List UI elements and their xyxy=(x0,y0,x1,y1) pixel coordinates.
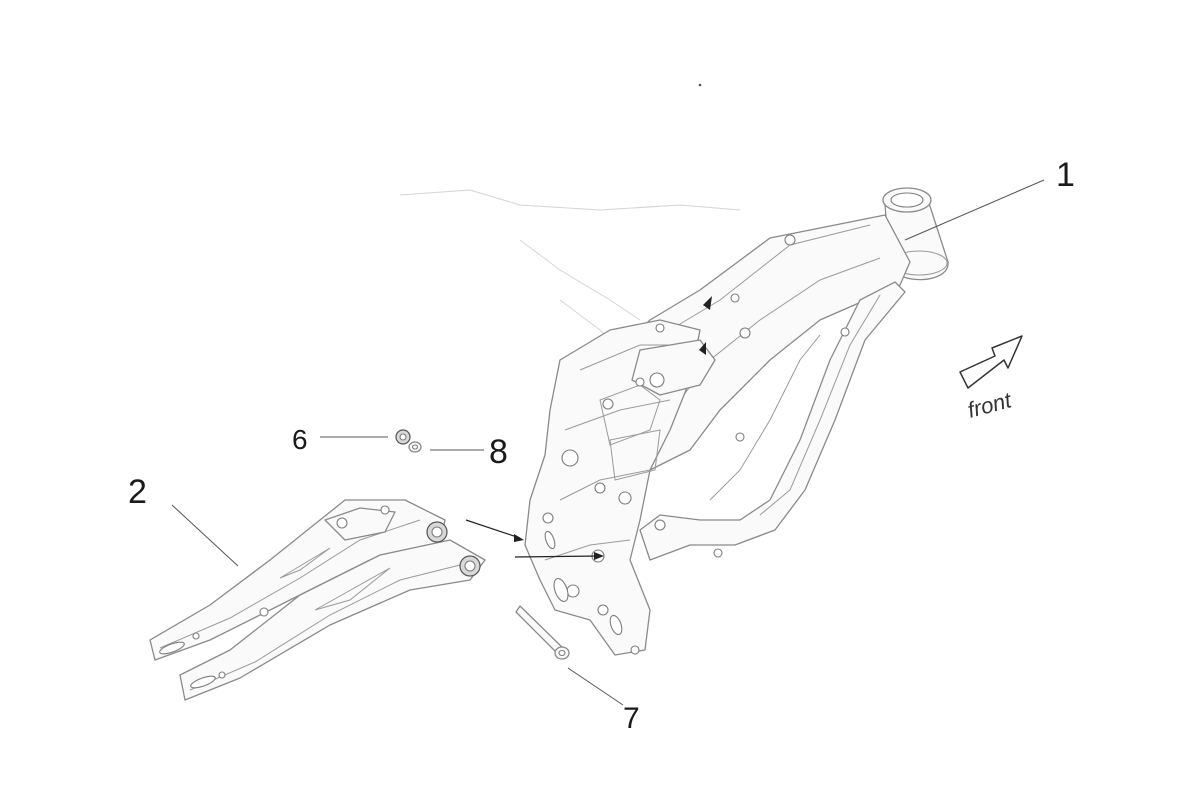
washer-part xyxy=(408,441,422,453)
frame-down-tube xyxy=(639,281,906,561)
swingarm-holes xyxy=(159,505,481,689)
leader-2 xyxy=(171,504,239,567)
leader-lines xyxy=(171,179,1045,706)
swingarm-part xyxy=(149,499,486,701)
assembly-arrows xyxy=(465,519,604,560)
front-direction-indicator: front xyxy=(959,335,1023,423)
front-arrow-icon xyxy=(959,335,1023,389)
leader-7 xyxy=(567,667,624,706)
frame-part xyxy=(524,187,949,656)
nut-part xyxy=(395,429,411,445)
callout-7: 7 xyxy=(623,702,640,735)
callout-1: 1 xyxy=(1056,156,1075,194)
frame-rear-plate xyxy=(524,319,701,656)
leader-1 xyxy=(904,179,1045,241)
front-label: front xyxy=(965,387,1015,423)
callout-6: 6 xyxy=(292,424,308,455)
callout-8: 8 xyxy=(489,433,508,471)
pivot-pin-part xyxy=(515,605,570,660)
callout-2: 2 xyxy=(128,473,147,511)
